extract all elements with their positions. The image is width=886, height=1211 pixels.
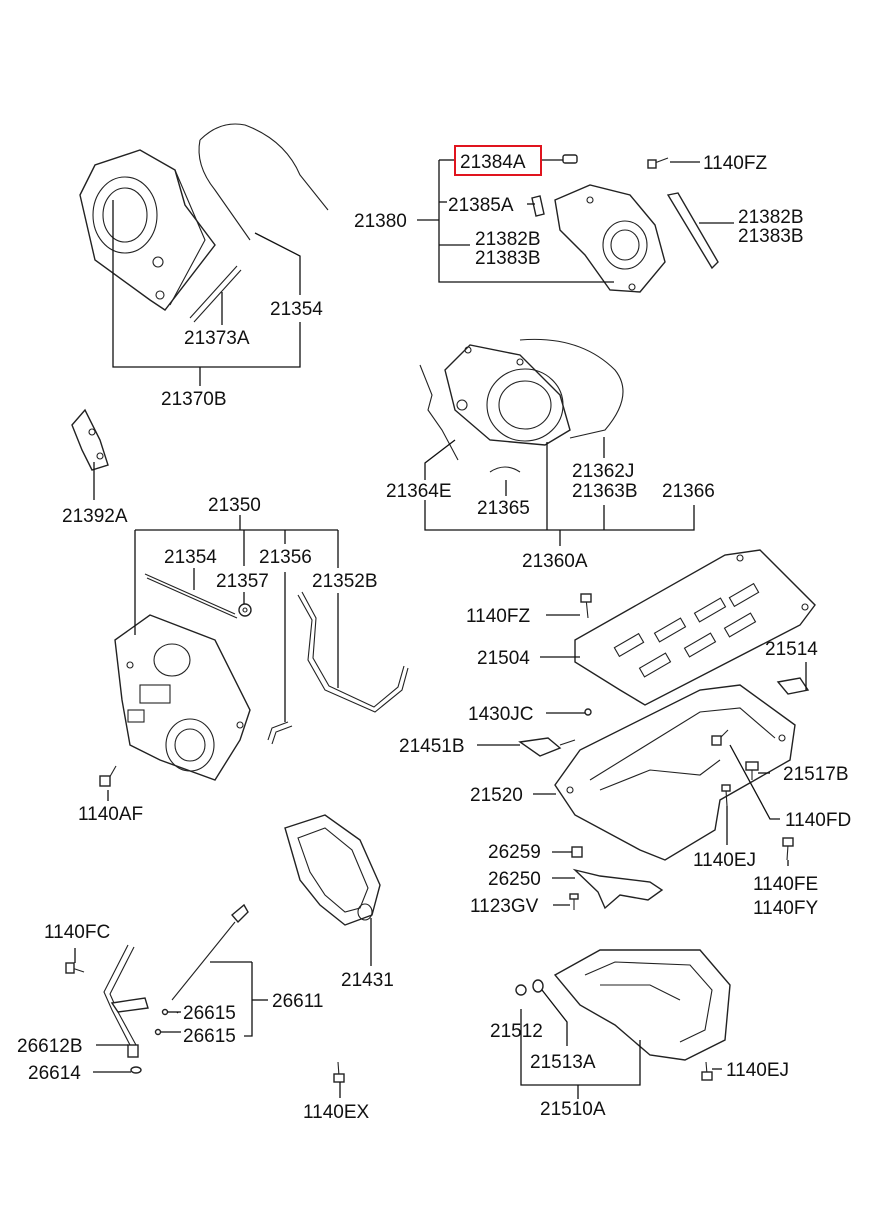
label-21431[interactable]: 21431 — [341, 970, 394, 991]
label-1140fz-mid[interactable]: 1140FZ — [466, 606, 530, 627]
label-21362j[interactable]: 21362J — [572, 461, 634, 482]
bolt-1140ex-illustration — [333, 1061, 345, 1083]
label-21514[interactable]: 21514 — [765, 639, 818, 660]
label-1140af[interactable]: 1140AF — [78, 804, 143, 825]
washer-21357-illustration — [238, 603, 252, 617]
bolt-1140fc-illustration — [65, 962, 85, 974]
oring-26614-illustration — [130, 1066, 142, 1074]
label-21354-top[interactable]: 21354 — [270, 299, 323, 320]
label-21520[interactable]: 21520 — [470, 785, 523, 806]
label-21370b[interactable]: 21370B — [161, 389, 227, 410]
label-1430jc[interactable]: 1430JC — [468, 704, 534, 725]
rear-cover-21380-illustration — [554, 184, 666, 293]
bracket-21392a-illustration — [71, 408, 109, 471]
gasket-21431-illustration — [284, 814, 381, 926]
label-21451b[interactable]: 21451B — [399, 736, 465, 757]
label-21357[interactable]: 21357 — [216, 571, 269, 592]
label-21382b-mid[interactable]: 21382B — [475, 229, 541, 250]
leader-lines — [74, 159, 807, 1099]
label-21383b-mid[interactable]: 21383B — [475, 248, 541, 269]
seal-21385a-illustration — [531, 195, 545, 217]
lower-oil-pan-21510a-illustration — [553, 949, 731, 1061]
label-21350[interactable]: 21350 — [208, 495, 261, 516]
label-26615-b[interactable]: 26615 — [183, 1026, 236, 1047]
label-1140fd[interactable]: 1140FD — [785, 810, 851, 831]
upper-oil-pan-21520-illustration — [554, 684, 796, 861]
bolt-21517b-illustration — [745, 761, 759, 780]
bolt-1140fz-top-illustration — [647, 157, 669, 169]
label-21373a[interactable]: 21373A — [184, 328, 250, 349]
dipstick-26611-illustration — [171, 903, 249, 1001]
tube-21356-illustration — [267, 721, 293, 745]
bolt-1140fe-illustration — [782, 837, 794, 861]
label-26612b[interactable]: 26612B — [17, 1036, 83, 1057]
label-26614[interactable]: 26614 — [28, 1063, 81, 1084]
label-21512[interactable]: 21512 — [490, 1021, 543, 1042]
lower-timing-cover-illustration — [114, 614, 251, 781]
gasket-21513a-illustration — [532, 979, 544, 993]
seal-strip-21382b-illustration — [666, 192, 719, 270]
clip-21384a-illustration — [562, 154, 578, 164]
label-1140fz-top[interactable]: 1140FZ — [703, 153, 767, 174]
label-21392a[interactable]: 21392A — [62, 506, 128, 527]
label-26615-a[interactable]: 26615 — [183, 1003, 236, 1024]
dipstick-tube-26612b-illustration — [103, 944, 149, 1058]
bolt-1140ej-bottom-illustration — [701, 1061, 713, 1081]
label-1140ex[interactable]: 1140EX — [303, 1102, 370, 1123]
label-21352b[interactable]: 21352B — [312, 571, 378, 592]
ladder-frame-21504-illustration — [574, 549, 816, 706]
sensor-26259-illustration — [571, 846, 583, 858]
label-1140fy[interactable]: 1140FY — [753, 898, 818, 919]
pin-1430jc-illustration — [584, 708, 592, 716]
drain-plug-21512-illustration — [515, 984, 527, 996]
upper-timing-cover-illustration — [79, 149, 216, 311]
label-21517b[interactable]: 21517B — [783, 764, 849, 785]
label-21380[interactable]: 21380 — [354, 211, 407, 232]
label-21354-mid[interactable]: 21354 — [164, 547, 217, 568]
label-21365[interactable]: 21365 — [477, 498, 530, 519]
bolt-1140fd-illustration — [711, 729, 729, 746]
label-21356[interactable]: 21356 — [259, 547, 312, 568]
gasket-21364e-illustration — [419, 364, 459, 461]
oil-strainer-21451b-illustration — [518, 737, 576, 757]
bolt-1140ej-mid-illustration — [721, 784, 731, 807]
label-1140ej-mid[interactable]: 1140EJ — [693, 850, 756, 871]
upper-cover-gasket-illustration — [198, 123, 329, 241]
bolt-1123gv-illustration — [569, 893, 579, 910]
middle-timing-cover-illustration — [444, 344, 571, 446]
part-labels: 21384A 1140FZ 21380 21385A 21382B 21383B… — [17, 152, 851, 1123]
label-21385a[interactable]: 21385A — [448, 195, 514, 216]
label-1140fc[interactable]: 1140FC — [44, 922, 110, 943]
label-21363b[interactable]: 21363B — [572, 481, 638, 502]
label-26259[interactable]: 26259 — [488, 842, 541, 863]
bolt-1140af-illustration — [99, 765, 117, 787]
label-21360a[interactable]: 21360A — [522, 551, 588, 572]
label-21504[interactable]: 21504 — [477, 648, 530, 669]
sensor-26250-illustration — [572, 868, 664, 910]
label-1140ej-bottom[interactable]: 1140EJ — [726, 1060, 789, 1081]
label-21366[interactable]: 21366 — [662, 481, 715, 502]
label-21510a[interactable]: 21510A — [540, 1099, 606, 1120]
seal-strip-21354-mid-illustration — [144, 573, 238, 619]
seal-strip-21373a-illustration — [189, 265, 242, 323]
label-21513a[interactable]: 21513A — [530, 1052, 596, 1073]
gasket-21362j-illustration — [519, 338, 624, 439]
seal-21365-illustration — [489, 466, 521, 473]
label-26611[interactable]: 26611 — [272, 991, 323, 1012]
highlight-box-21384a — [454, 145, 542, 176]
gasket-21352b-illustration — [297, 591, 409, 713]
oring-26615-illustration — [154, 1008, 169, 1036]
bracket-21514-illustration — [776, 677, 810, 695]
label-21364e[interactable]: 21364E — [386, 481, 452, 502]
label-21383b-right[interactable]: 21383B — [738, 226, 804, 247]
label-21382b-right[interactable]: 21382B — [738, 207, 804, 228]
bolt-1140fz-mid-illustration — [580, 593, 592, 619]
label-21384a[interactable]: 21384A — [460, 152, 526, 173]
label-1123gv[interactable]: 1123GV — [470, 896, 539, 917]
label-1140fe[interactable]: 1140FE — [753, 874, 818, 895]
label-26250[interactable]: 26250 — [488, 869, 541, 890]
